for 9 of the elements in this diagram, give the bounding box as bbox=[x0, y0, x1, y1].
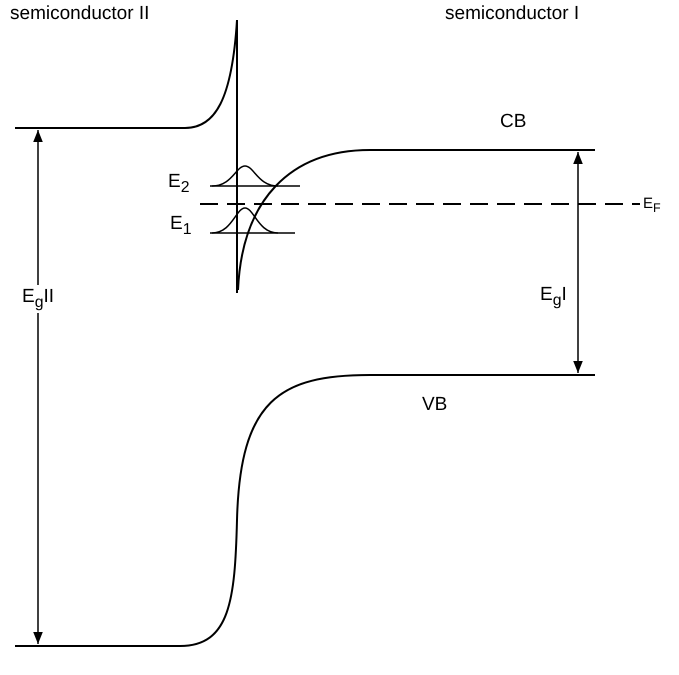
gap-label: E$_{g}$II bbox=[22, 285, 54, 313]
region-label: semiconductor I bbox=[445, 4, 580, 23]
band-label: CB bbox=[500, 112, 526, 131]
energy-level-label: E$_{F}$ bbox=[643, 196, 661, 214]
energy-level-label: E$_{1}$ bbox=[170, 214, 192, 238]
gap-label: E$_{g}$I bbox=[540, 285, 567, 309]
region-label: semiconductor II bbox=[10, 4, 150, 23]
band-label: VB bbox=[422, 395, 448, 414]
energy-level-label: E$_{2}$ bbox=[168, 172, 190, 196]
